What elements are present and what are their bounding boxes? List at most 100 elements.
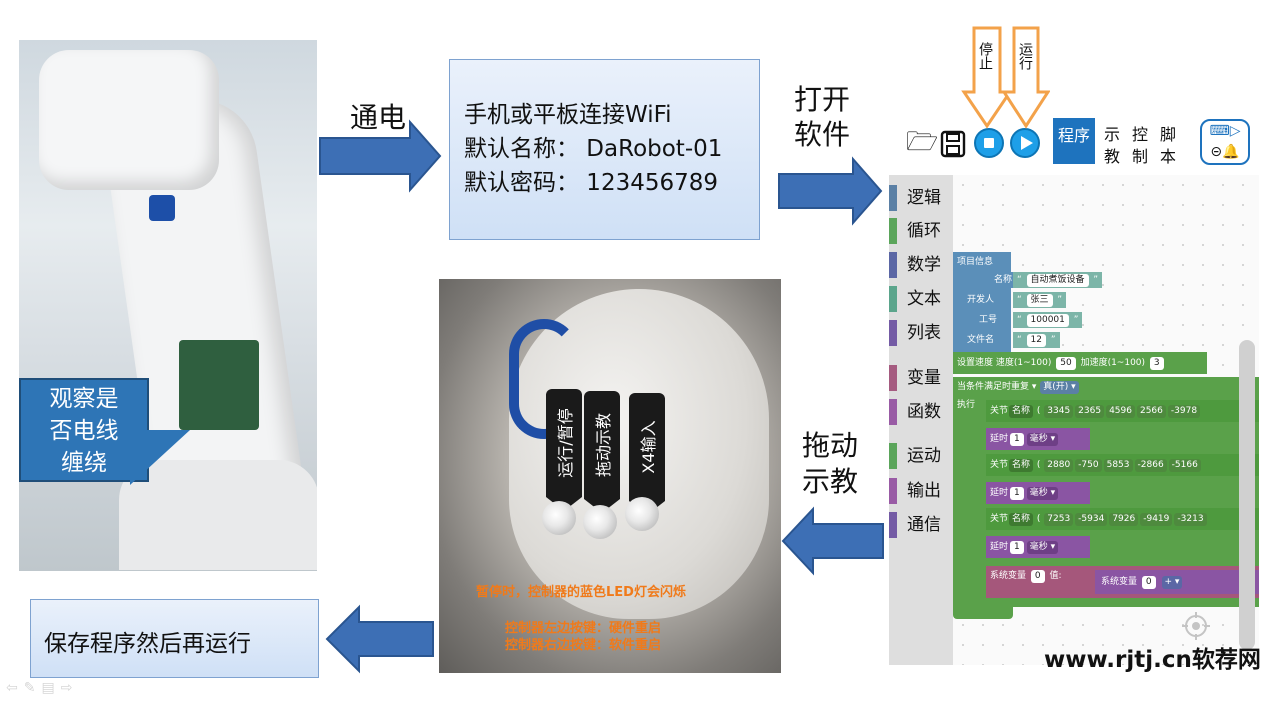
joint-name-field[interactable]: 名称 <box>1009 513 1034 526</box>
tab-teach[interactable]: 示 教 <box>1103 124 1121 168</box>
tab-teach-1: 示 <box>1103 125 1120 144</box>
accel-value[interactable]: 3 <box>1149 357 1164 370</box>
tab-program[interactable]: 程序 <box>1053 118 1095 164</box>
category-label: 变量 <box>907 368 941 388</box>
delay-value[interactable]: 1 <box>1010 433 1024 446</box>
arrow-right-1 <box>319 119 442 193</box>
speed-label: 设置速度 <box>957 358 994 368</box>
run-arrow-label: 运行 <box>1017 42 1033 70</box>
tab-teach-2: 教 <box>1103 147 1120 166</box>
employee-value[interactable]: 100001 <box>1026 314 1069 327</box>
joint-value[interactable]: -750 <box>1075 459 1102 472</box>
robot-link-button[interactable]: ⌨▷ ⊝🔔 <box>1200 119 1250 165</box>
category-item[interactable]: 循环 <box>889 216 953 246</box>
sysvar-operator[interactable]: + ▾ <box>1161 576 1183 589</box>
recenter-target-icon[interactable] <box>1182 612 1210 640</box>
name-label: 名称 <box>990 272 1017 288</box>
filename-value[interactable]: 12 <box>1026 334 1046 347</box>
category-item[interactable]: 数学 <box>889 250 953 280</box>
category-item[interactable]: 运动 <box>889 441 953 471</box>
category-item[interactable]: 逻辑 <box>889 183 953 213</box>
tab-control[interactable]: 控 制 <box>1131 124 1149 168</box>
pen-icon[interactable]: ✎ <box>23 680 42 696</box>
stop-button[interactable] <box>974 128 1004 158</box>
category-item[interactable]: 函数 <box>889 397 953 427</box>
repeat-label: 当条件满足时重复 ▾ <box>957 382 1037 392</box>
prev-slide-icon[interactable]: ⇦ <box>6 680 24 696</box>
sysvar-inner-value[interactable]: 0 <box>1141 576 1156 589</box>
category-label: 列表 <box>907 323 941 343</box>
developer-value[interactable]: 张三 <box>1026 294 1053 307</box>
robot-link-icon: ⌨▷ <box>1209 123 1241 139</box>
run-button[interactable] <box>1010 128 1040 158</box>
joint-value[interactable]: -5166 <box>1168 459 1201 472</box>
category-item[interactable]: 输出 <box>889 476 953 506</box>
name-field[interactable]: “ 自动煮饭设备 ” <box>1013 272 1103 288</box>
canvas-scrollbar[interactable] <box>1239 340 1255 650</box>
stop-icon <box>984 138 994 148</box>
set-speed-block[interactable]: 设置速度 速度(1~100) 50 加速度(1~100) 3 <box>953 352 1207 374</box>
joint-value[interactable]: -5934 <box>1075 513 1108 526</box>
sysvar-value[interactable]: 0 <box>1030 570 1045 583</box>
delay-unit-dropdown[interactable]: 毫秒 ▾ <box>1026 541 1059 554</box>
delay-unit-dropdown[interactable]: 毫秒 ▾ <box>1026 433 1059 446</box>
robot-gripper <box>39 50 219 190</box>
developer-field[interactable]: “ 张三 ” <box>1013 292 1067 308</box>
label-power-on: 通电 <box>350 101 407 134</box>
category-item[interactable]: 通信 <box>889 510 953 540</box>
employee-field[interactable]: “ 100001 ” <box>1013 312 1083 328</box>
slide-nav-icons[interactable]: ⇦✎▤⇨ <box>6 680 78 696</box>
category-label: 输出 <box>907 481 941 501</box>
joint-value[interactable]: 4596 <box>1106 405 1135 418</box>
joint-value[interactable]: 5853 <box>1103 459 1133 472</box>
repeat-block-footer <box>953 607 1013 619</box>
joint-name-field[interactable]: 名称 <box>1009 459 1034 472</box>
sysvar-value-label: 值: <box>1049 571 1062 581</box>
name-value[interactable]: 自动煮饭设备 <box>1026 274 1089 287</box>
system-variable-get-block[interactable]: 系统变量 0 + ▾ <box>1095 570 1259 594</box>
joint-value[interactable]: 2880 <box>1044 459 1074 472</box>
joint-value[interactable]: 7253 <box>1044 513 1074 526</box>
joint-name-field[interactable]: 名称 <box>1009 405 1034 418</box>
speed-value[interactable]: 50 <box>1056 357 1076 370</box>
joint-value[interactable]: 2365 <box>1075 405 1105 418</box>
joint-value[interactable]: 2566 <box>1136 405 1166 418</box>
category-color-bar <box>889 443 897 469</box>
next-slide-icon[interactable]: ⇨ <box>60 680 79 696</box>
category-item[interactable]: 文本 <box>889 284 953 314</box>
project-info-label: 项目信息 <box>957 257 994 267</box>
delay-value[interactable]: 1 <box>1010 541 1024 554</box>
category-color-bar <box>889 365 897 391</box>
joint-value[interactable]: -9419 <box>1140 513 1173 526</box>
run-pause-physical-button <box>542 501 576 535</box>
delay-value[interactable]: 1 <box>1010 487 1024 500</box>
x4-input-physical-button <box>625 497 659 531</box>
repeat-condition[interactable]: 真(开) ▾ <box>1040 381 1079 394</box>
joint-value[interactable]: -2866 <box>1134 459 1167 472</box>
filename-field[interactable]: “ 12 ” <box>1013 332 1060 348</box>
tab-script[interactable]: 脚 本 <box>1159 124 1177 168</box>
menu-icon[interactable]: ▤ <box>41 680 61 696</box>
employee-label: 工号 <box>975 312 1002 328</box>
note-pause-led: 暂停时，控制器的蓝色LED灯会闪烁 <box>476 585 686 600</box>
controller-photo: 运行/暂停 拖动示教 X4输入 暂停时，控制器的蓝色LED灯会闪烁 控制器左边按… <box>439 279 781 673</box>
save-icon[interactable] <box>940 130 966 158</box>
folder-open-icon[interactable]: 🗁 <box>906 127 939 157</box>
joint-value[interactable]: 3345 <box>1044 405 1074 418</box>
joint-value[interactable]: 7926 <box>1109 513 1139 526</box>
joint-value[interactable]: -3978 <box>1167 405 1201 418</box>
joint-value[interactable]: -3213 <box>1174 513 1207 526</box>
category-item[interactable]: 变量 <box>889 363 953 393</box>
sysvar-label: 系统变量 <box>990 571 1027 581</box>
label-open-software: 打开 软件 <box>794 82 850 152</box>
category-item[interactable]: 列表 <box>889 318 953 348</box>
label-open-2: 软件 <box>794 118 851 151</box>
delay-unit-dropdown[interactable]: 毫秒 ▾ <box>1026 487 1059 500</box>
joint-label: 关节 <box>990 514 1009 524</box>
